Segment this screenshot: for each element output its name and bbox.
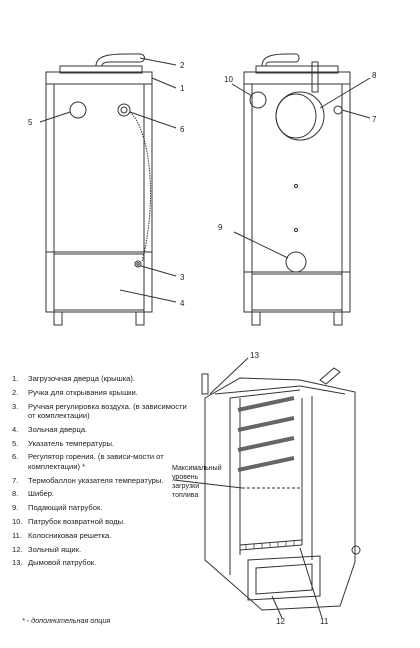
- front-ash-door: [53, 253, 145, 311]
- side-flue-pipe: [311, 61, 319, 93]
- front-temperature-gauge: [69, 101, 87, 119]
- cutaway-tube-3: [237, 436, 295, 452]
- cutaway-flue-pipe: [201, 373, 209, 395]
- legend-item: 2.Ручка для открывания крышки.: [12, 387, 138, 397]
- front-regulator-chain: [129, 111, 151, 263]
- side-ash-section: [251, 273, 343, 311]
- side-return-pipe: [285, 251, 307, 273]
- front-lid-handle: [95, 53, 145, 67]
- callout-2: 2: [180, 61, 185, 70]
- legend-item: 8.Шибер.: [12, 489, 55, 499]
- front-loading-door-lid: [45, 71, 153, 85]
- front-lid-top: [59, 65, 143, 74]
- side-body: [243, 83, 351, 313]
- legend-item: 4.Зольная дверца.: [12, 424, 88, 434]
- legend-item: 1.Загрузочная дверца (крышка).: [12, 374, 136, 383]
- callout-5: 5: [28, 118, 33, 127]
- svg-text:Максимальный: Максимальный: [172, 464, 222, 472]
- side-lid: [243, 71, 351, 85]
- legend-item: 7.Термобаллон указателя температуры.: [12, 475, 164, 485]
- legend-item: 5.Указатель температуры.: [12, 438, 115, 448]
- callout-4: 4: [180, 299, 185, 308]
- callout-6: 6: [180, 125, 185, 134]
- cutaway-view: [173, 357, 361, 619]
- callout-8: 8: [372, 71, 377, 80]
- front-view: [39, 53, 177, 326]
- cutaway-handle: [319, 367, 341, 385]
- front-combustion-regulator: [117, 103, 131, 117]
- cutaway-casing: [204, 377, 356, 611]
- callout-7: 7: [372, 115, 377, 124]
- side-lid-handle: [261, 53, 300, 67]
- callout-12: 12: [276, 617, 285, 626]
- cutaway-ash-box: [247, 555, 321, 601]
- callout-11: 11: [320, 617, 329, 626]
- front-foot-left: [53, 311, 63, 326]
- legend-item: 11.Колосниковая решетка.: [12, 530, 112, 540]
- callout-3: 3: [180, 273, 185, 282]
- legend-item: 12.Зольный ящик.: [12, 544, 82, 554]
- cutaway-tube-4: [237, 456, 295, 472]
- legend-item: 3.Ручная регулировка воздуха. (в зависим…: [12, 401, 187, 421]
- cutaway-tube-2: [237, 416, 295, 432]
- legend-item: 13.Дымовой патрубок.: [12, 558, 97, 568]
- side-thermo-bulb: [333, 105, 343, 115]
- legend-item: 9.Подающий патрубок.: [12, 503, 103, 513]
- cutaway-grate: [239, 539, 303, 546]
- svg-text:уровень: уровень: [172, 474, 199, 481]
- front-air-adjuster: [134, 260, 142, 268]
- svg-text:топлива: топлива: [172, 492, 198, 499]
- svg-text:загрузки: загрузки: [172, 483, 199, 490]
- legend-item: 10.Патрубок возвратной воды.: [12, 517, 126, 526]
- legend-item: 6.Регулятор горения. (в зависи-мости от …: [12, 452, 164, 471]
- front-foot-right: [135, 311, 145, 326]
- front-body: [45, 83, 153, 313]
- callout-9: 10: [224, 75, 233, 84]
- footnote: * - дополнительная опция: [22, 616, 111, 625]
- parts-legend: 1.Загрузочная дверца (крышка). 2.Ручка д…: [12, 374, 192, 572]
- side-supply-pipe: [249, 91, 267, 109]
- callout-13: 13: [250, 351, 259, 360]
- side-view: [231, 53, 371, 326]
- callout-1: 1: [180, 84, 185, 93]
- cutaway-tube-1: [237, 396, 295, 412]
- callout-10: 9: [218, 223, 223, 232]
- max-fuel-level-note: Максимальный уровень загрузки топлива: [172, 464, 222, 499]
